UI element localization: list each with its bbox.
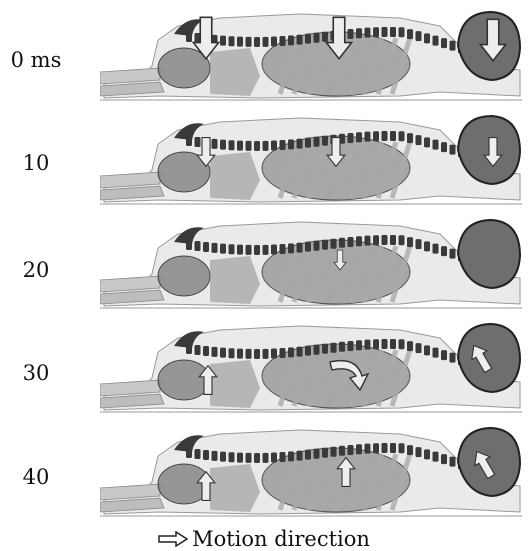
frame-3 xyxy=(100,318,522,414)
body-model-image xyxy=(100,110,522,206)
time-label-2: 20 xyxy=(0,258,72,282)
frame-2 xyxy=(100,214,522,310)
motion-arrow-icon xyxy=(158,531,188,547)
frame-0 xyxy=(100,6,522,102)
time-label-3: 30 xyxy=(0,361,72,385)
legend: Motion direction xyxy=(0,527,528,551)
frame-1 xyxy=(100,110,522,206)
frame-4 xyxy=(100,422,522,518)
body-model-image xyxy=(100,214,522,310)
body-model-image xyxy=(100,422,522,518)
time-label-1: 10 xyxy=(0,151,72,175)
legend-label: Motion direction xyxy=(192,527,370,551)
body-model-image xyxy=(100,6,522,102)
time-label-4: 40 xyxy=(0,465,72,489)
time-label-0: 0 ms xyxy=(0,48,72,72)
body-model-image xyxy=(100,318,522,414)
